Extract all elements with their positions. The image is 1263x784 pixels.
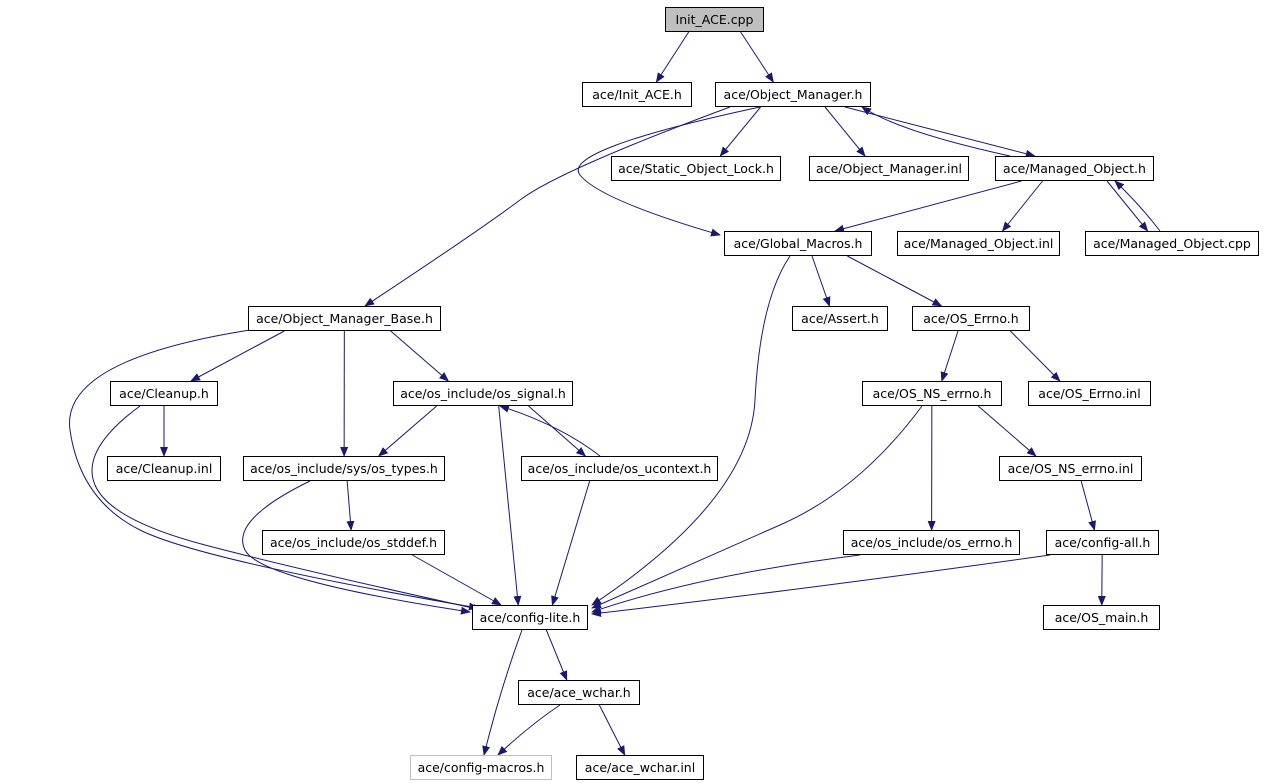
node-os-main-h[interactable]: ace/OS_main.h	[1043, 605, 1160, 630]
edge-os_signal-to-os_types	[377, 405, 437, 457]
edge-managed_h-to-managed_inl	[1001, 180, 1043, 232]
node-cleanup-h[interactable]: ace/Cleanup.h	[110, 381, 218, 406]
edge-objmgr_base-to-cleanup_h	[190, 330, 285, 382]
edge-os_include_errno-to-config_lite	[591, 554, 861, 613]
node-ace-wchar-inl[interactable]: ace/ace_wchar.inl	[576, 755, 704, 780]
edge-objmgr_h-to-objmgr_base	[364, 106, 731, 307]
edge-layer	[69, 31, 1161, 756]
edge-os_ucontext-to-os_signal	[499, 404, 601, 457]
edge-init_cpp-to-objmgr_h	[740, 31, 774, 83]
node-os-ns-errno-h[interactable]: ace/OS_NS_errno.h	[862, 381, 1002, 406]
edge-managed_h-to-global_macros	[834, 180, 1022, 233]
node-object-manager-base-h[interactable]: ace/Object_Manager_Base.h	[248, 306, 441, 331]
node-os-types-h[interactable]: ace/os_include/sys/os_types.h	[243, 456, 445, 481]
edge-os_ns_errno_inl-to-config_all	[1080, 480, 1096, 531]
edge-config_lite-to-ace_wchar_h	[545, 629, 568, 681]
node-os-signal-h[interactable]: ace/os_include/os_signal.h	[393, 381, 573, 406]
node-object-manager-h[interactable]: ace/Object_Manager.h	[715, 82, 871, 107]
edge-managed_h-to-objmgr_h	[861, 106, 1011, 157]
edge-objmgr_h-to-managed_h	[844, 106, 1036, 158]
node-os-errno-h[interactable]: ace/OS_Errno.h	[912, 306, 1030, 331]
node-os-include-errno-h[interactable]: ace/os_include/os_errno.h	[843, 530, 1020, 555]
node-config-all-h[interactable]: ace/config-all.h	[1046, 530, 1159, 555]
edge-global_macros-to-config_lite	[591, 255, 791, 606]
edge-ace_wchar_h-to-config_macros	[497, 704, 561, 756]
edge-ace_wchar_h-to-ace_wchar_inl	[598, 704, 626, 756]
edge-os_ns_errno_h-to-os_ns_errno_inl	[977, 405, 1037, 457]
node-config-lite-h[interactable]: ace/config-lite.h	[472, 605, 588, 630]
edge-os_errno_h-to-os_errno_inl	[1009, 330, 1061, 382]
edge-config_all-to-config_lite	[591, 554, 1051, 617]
node-static-object-lock-h[interactable]: ace/Static_Object_Lock.h	[611, 156, 781, 181]
node-cleanup-inl[interactable]: ace/Cleanup.inl	[107, 456, 221, 481]
node-init-ace-cpp[interactable]: Init_ACE.cpp	[665, 7, 764, 32]
edge-managed_cpp-to-managed_h	[1114, 180, 1161, 232]
edge-objmgr_h-to-static_lock	[719, 106, 762, 157]
node-managed-object-h[interactable]: ace/Managed_Object.h	[995, 156, 1154, 181]
edge-os_errno_h-to-os_ns_errno_h	[940, 330, 959, 382]
edge-objmgr_base-to-os_signal	[390, 330, 450, 382]
edge-config_lite-to-config_macros	[482, 629, 523, 756]
node-managed-object-cpp[interactable]: ace/Managed_Object.cpp	[1085, 231, 1259, 256]
edge-os_ucontext-to-config_lite	[551, 480, 591, 606]
edge-os_signal-to-os_ucontext	[528, 405, 587, 457]
edge-managed_h-to-managed_cpp	[1106, 180, 1149, 232]
edge-os_stddef-to-config_lite	[412, 554, 502, 606]
edge-os_types-to-os_stddef	[346, 480, 355, 531]
edge-os_signal-to-config_lite	[498, 405, 522, 606]
node-init-ace-h[interactable]: ace/Init_ACE.h	[582, 82, 692, 107]
node-os-stddef-h[interactable]: ace/os_include/os_stddef.h	[262, 530, 445, 555]
node-managed-object-inl[interactable]: ace/Managed_Object.inl	[897, 231, 1060, 256]
node-assert-h[interactable]: ace/Assert.h	[792, 306, 888, 331]
edge-os_ns_errno_h-to-config_lite	[591, 405, 923, 609]
node-os-errno-inl[interactable]: ace/OS_Errno.inl	[1028, 381, 1151, 406]
edge-global_macros-to-os_errno_h	[847, 255, 943, 307]
edge-objmgr_h-to-objmgr_inl	[824, 106, 866, 157]
node-object-manager-inl[interactable]: ace/Object_Manager.inl	[809, 156, 969, 181]
node-os-ucontext-h[interactable]: ace/os_include/os_ucontext.h	[521, 456, 718, 481]
edge-os_types-to-config_lite	[242, 480, 471, 615]
edge-init_cpp-to-init_h	[655, 31, 690, 83]
edge-objmgr_base-to-config_lite	[69, 329, 479, 611]
edge-global_macros-to-assert_h	[811, 255, 831, 307]
node-os-ns-errno-inl[interactable]: ace/OS_NS_errno.inl	[999, 456, 1142, 481]
edge-cleanup_h-to-config_lite	[91, 405, 483, 612]
node-ace-wchar-h[interactable]: ace/ace_wchar.h	[518, 680, 640, 705]
node-config-macros-h: ace/config-macros.h	[410, 755, 552, 780]
node-global-macros-h[interactable]: ace/Global_Macros.h	[724, 231, 872, 256]
edge-objmgr_h-to-global_macros	[577, 106, 761, 237]
